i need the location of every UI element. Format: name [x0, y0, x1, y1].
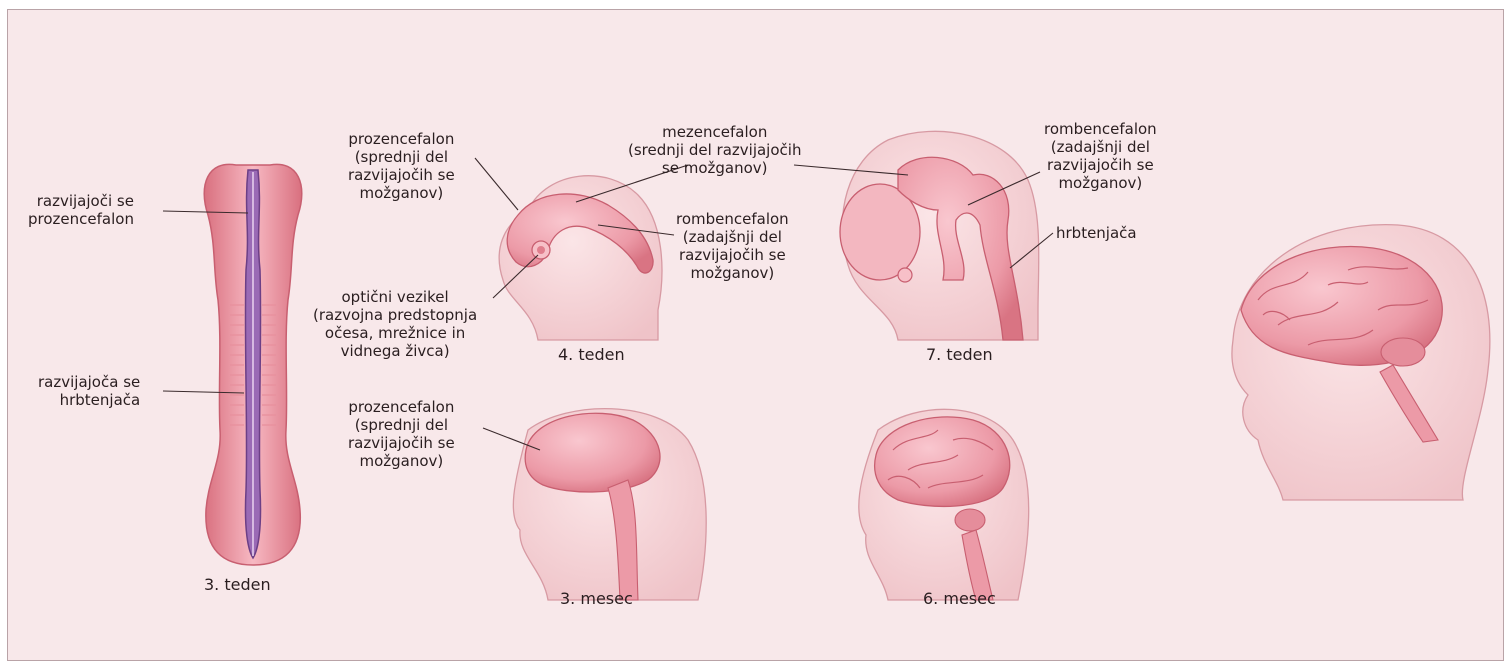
illustration [8, 10, 1504, 661]
embryo-3-weeks [204, 164, 302, 565]
label-prosencephalon-3-months: prozencefalon (sprednji del razvijajočih… [348, 398, 455, 470]
brain-development-diagram: razvijajoči se prozencefalon razvijajoča… [7, 9, 1504, 661]
label-spinal-cord-7-weeks: hrbtenjača [1056, 224, 1137, 242]
label-prosencephalon-4-weeks: prozencefalon (sprednji del razvijajočih… [348, 130, 455, 202]
label-mesencephalon: mezencefalon (srednji del razvijajočih s… [628, 123, 801, 177]
caption-3-weeks: 3. teden [204, 576, 271, 594]
newborn-head [1232, 225, 1490, 500]
fetus-3-months [513, 409, 706, 600]
label-developing-spinal-cord: razvijajoča se hrbtenjača [38, 373, 140, 409]
label-optic-vesicle: optični vezikel (razvojna predstopnja oč… [313, 288, 477, 360]
caption-4-weeks: 4. teden [558, 346, 625, 364]
fetus-6-months [859, 409, 1029, 600]
label-rhombencephalon-7-weeks: rombencefalon (zadajšnji del razvijajoči… [1044, 120, 1157, 192]
label-rhombencephalon-4-weeks: rombencefalon (zadajšnji del razvijajoči… [676, 210, 789, 282]
label-developing-prosencephalon: razvijajoči se prozencefalon [28, 192, 134, 228]
caption-3-months: 3. mesec [560, 590, 633, 608]
caption-7-weeks: 7. teden [926, 346, 993, 364]
caption-6-months: 6. mesec [923, 590, 996, 608]
embryo-7-weeks [840, 131, 1039, 340]
